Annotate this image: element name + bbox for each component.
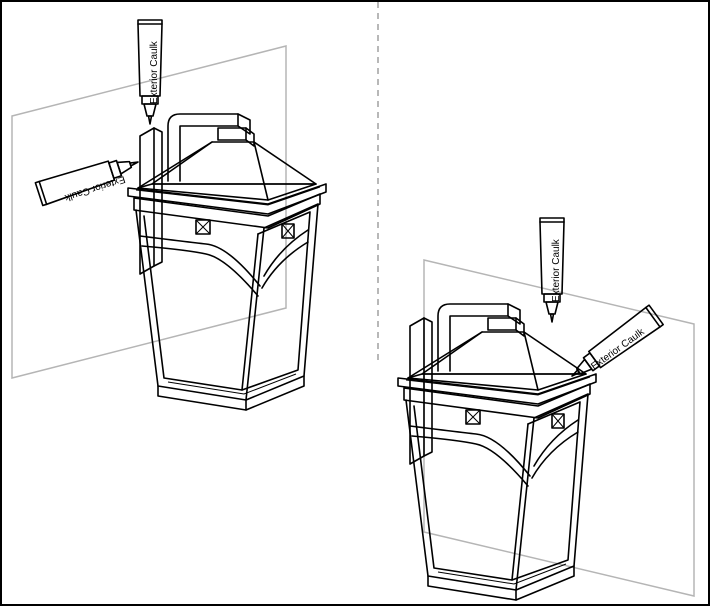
right-panel: Exterior Caulk Exterior Caulk [397,217,695,601]
lantern-right [397,303,597,601]
caulk-label: Exterior Caulk [551,238,562,302]
wall-outline-left [11,45,287,379]
lantern-left [127,113,327,411]
caulk-label: Exterior Caulk [62,173,126,203]
left-panel: Exterior Caulk Exterior Caulk [11,19,327,411]
caulk-tube-diagonal-left [34,149,143,207]
caulk-label: Exterior Caulk [149,40,160,104]
caulk-label: Exterior Caulk [589,326,647,372]
